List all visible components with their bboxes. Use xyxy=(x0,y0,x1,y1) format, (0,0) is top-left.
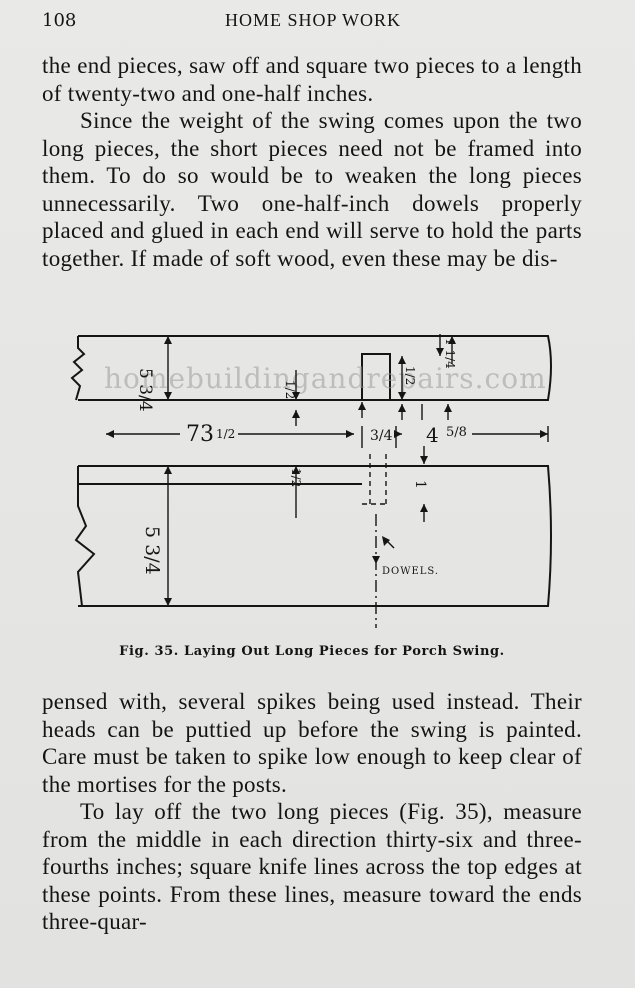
arrowheads xyxy=(106,336,548,606)
dim-top-right-half: 1/2 xyxy=(403,366,417,385)
dim-top-quarter: 1 1/4 xyxy=(443,338,457,369)
bottom-board-break xyxy=(74,466,96,607)
dowels-label: DOWELS. xyxy=(382,566,439,577)
text-block-bottom: pensed with, several spikes being used i… xyxy=(42,688,582,936)
page-number: 108 xyxy=(42,10,77,31)
running-title: HOME SHOP WORK xyxy=(224,10,402,30)
paragraph: To lay off the two long pieces (Fig. 35)… xyxy=(42,799,582,934)
dim-mid: 3/4 xyxy=(370,428,393,444)
figure-35: homebuildingandrepairs.com xyxy=(60,326,580,628)
dim-73: 73 xyxy=(186,422,214,447)
dim-right-frac: 5/8 xyxy=(446,425,467,440)
top-mortise xyxy=(361,353,391,401)
top-board-outline xyxy=(78,335,552,401)
dim-73-frac: 1/2 xyxy=(216,427,235,441)
figure-caption: Fig. 35. Laying Out Long Pieces for Porc… xyxy=(119,644,505,659)
dim-right: 4 xyxy=(426,423,439,447)
dim-bottom-one: 1 xyxy=(412,480,428,489)
top-board-break xyxy=(70,336,86,401)
paragraph: the end pieces, saw off and square two p… xyxy=(42,53,582,106)
paragraph: pensed with, several spikes being used i… xyxy=(42,689,582,797)
text-block-top: the end pieces, saw off and square two p… xyxy=(42,52,582,272)
watermark: homebuildingandrepairs.com xyxy=(104,362,547,395)
dim-bottom-half: 1/2 xyxy=(289,468,303,487)
dim-top-half: 1/2 xyxy=(283,380,297,399)
page-header: 108 HOME SHOP WORK xyxy=(42,8,584,36)
paragraph: Since the weight of the swing comes upon… xyxy=(42,108,582,271)
dim-top-height: 5 3/4 xyxy=(135,368,155,412)
bottom-board-outline xyxy=(78,465,552,607)
dim-bottom-height: 5 3/4 xyxy=(141,526,163,575)
swing-layout-diagram: homebuildingandrepairs.com xyxy=(70,334,552,628)
